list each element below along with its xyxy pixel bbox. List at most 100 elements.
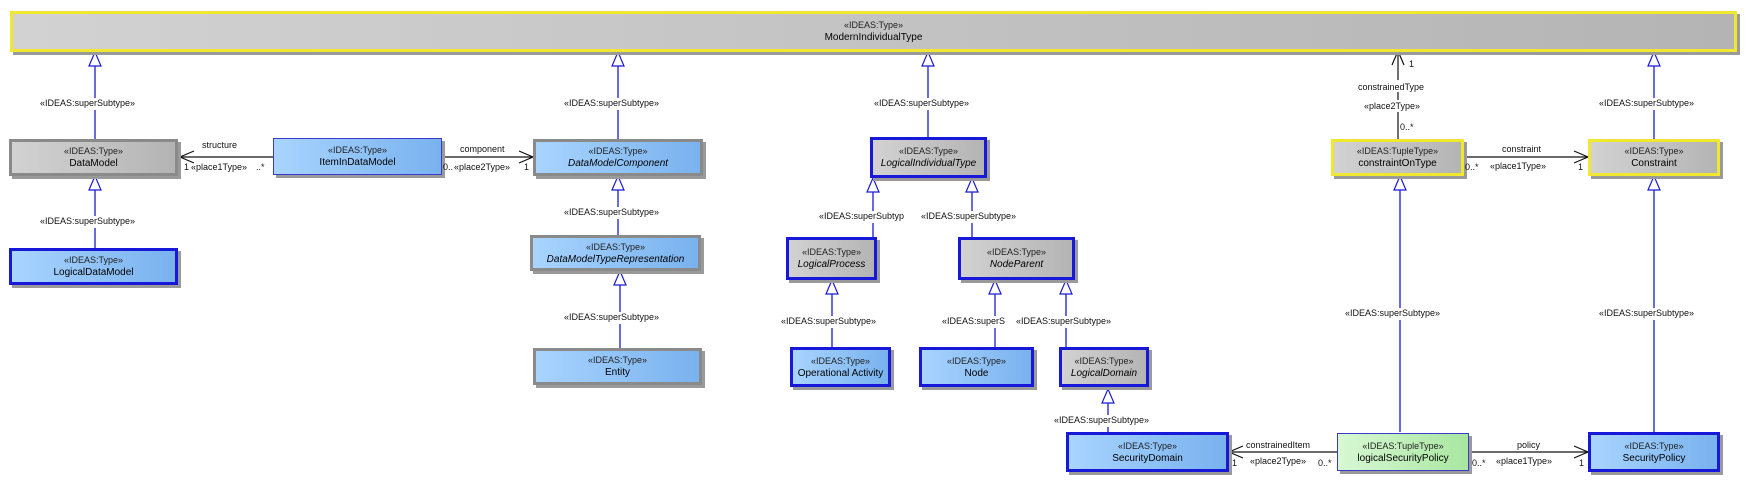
assoc-multiplicity: 0..* [1318, 458, 1332, 468]
class-modern-individual-type[interactable]: «IDEAS:Type» ModernIndividualType [10, 11, 1737, 52]
gen-arrowhead [611, 174, 625, 191]
assoc-multiplicity: 1 [1409, 59, 1415, 69]
class-name: Operational Activity [797, 367, 884, 379]
assoc-role-name: constrainedType [1358, 82, 1425, 92]
assoc-place-label: «place2Type» [1250, 456, 1307, 466]
assoc-place-label: «place2Type» [454, 162, 511, 172]
gen-arrowhead [613, 269, 627, 286]
class-name: ModernIndividualType [824, 32, 923, 43]
assoc-role-name: constraint [1502, 144, 1542, 154]
stereotype-label: «IDEAS:Type» [898, 146, 959, 156]
assoc-place-label: «place1Type» [1496, 456, 1553, 466]
assoc-multiplicity: 1 [1232, 458, 1238, 468]
gen-label: «IDEAS:superSubtype» [564, 312, 660, 322]
class-name: Node [964, 367, 989, 379]
stereotype-label: «IDEAS:Type» [585, 241, 646, 252]
gen-label: «IDEAS:superSubtyp [819, 211, 905, 221]
assoc-role-name: structure [202, 140, 238, 150]
class-name: DataModel [69, 158, 118, 169]
class-logical-security-policy[interactable]: «IDEAS:TupleType» logicalSecurityPolicy [1337, 433, 1469, 471]
stereotype-label: «IDEAS:Type» [801, 247, 862, 257]
stereotype-label: «IDEAS:Type» [1074, 355, 1134, 366]
stereotype-label: «IDEAS:Type» [1624, 146, 1684, 156]
gen-label: «IDEAS:superSubtype» [781, 316, 877, 326]
gen-label: «IDEAS:superSubtype» [1345, 308, 1441, 318]
assoc-multiplicity: 0..* [1400, 122, 1414, 132]
gen-label: «IDEAS:superSubtype» [874, 98, 970, 108]
gen-label: «IDEAS:superSubtype» [40, 98, 136, 108]
class-security-domain[interactable]: «IDEAS:Type» SecurityDomain [1066, 432, 1229, 472]
assoc-multiplicity: 0..* [1472, 458, 1486, 468]
assoc-multiplicity: 0..* [1465, 162, 1479, 172]
assoc-multiplicity: ..* [256, 162, 265, 172]
class-logical-data-model[interactable]: «IDEAS:Type» LogicalDataModel [9, 248, 178, 285]
assoc-role-name: constrainedItem [1246, 440, 1311, 450]
assoc-place-label: «place1Type» [191, 162, 248, 172]
gen-arrowhead [1647, 174, 1661, 191]
gen-arrowhead [1393, 174, 1407, 191]
assoc-multiplicity: 1 [1579, 458, 1585, 468]
gen-label: «IDEAS:superSubtype» [1599, 308, 1695, 318]
stereotype-label: «IDEAS:Type» [986, 247, 1047, 257]
assoc-place-label: «place1Type» [1490, 161, 1547, 171]
gen-arrowhead [825, 278, 839, 295]
class-name: DataModelTypeRepresentation [546, 253, 685, 265]
gen-label: «IDEAS:superSubtype» [1054, 415, 1150, 425]
class-name: SecurityDomain [1112, 452, 1183, 464]
assoc-place-label: «place2Type» [1364, 101, 1421, 111]
class-operational-activity[interactable]: «IDEAS:Type» Operational Activity [790, 347, 891, 387]
class-name: LogicalProcess [797, 259, 866, 270]
class-constraint[interactable]: «IDEAS:Type» Constraint [1588, 139, 1720, 176]
gen-arrowhead [1101, 387, 1115, 404]
class-name: Constraint [1631, 158, 1677, 169]
class-entity[interactable]: «IDEAS:Type» Entity [533, 348, 702, 385]
gen-label: «IDEAS:superSubtype» [1599, 98, 1695, 108]
assoc-multiplicity: 1 [524, 162, 530, 172]
gen-arrowhead [965, 176, 979, 193]
assoc-role-name: component [460, 144, 505, 154]
assoc-constraineditem-arrow [1227, 445, 1244, 459]
class-security-policy[interactable]: «IDEAS:Type» SecurityPolicy [1588, 432, 1720, 472]
stereotype-label: «IDEAS:Type» [843, 20, 904, 30]
stereotype-label: «IDEAS:TupleType» [1362, 440, 1444, 451]
gen-arrowhead [611, 50, 625, 67]
assoc-structure-arrow [178, 150, 195, 164]
assoc-multiplicity: 0.. [443, 162, 454, 172]
gen-label: «IDEAS:superSubtype» [1016, 316, 1112, 326]
gen-arrowhead [1059, 278, 1073, 295]
gen-arrowhead [88, 174, 102, 191]
class-node-parent[interactable]: «IDEAS:Type» NodeParent [958, 237, 1075, 280]
class-item-in-data-model[interactable]: «IDEAS:Type» ItemInDataModel [273, 138, 442, 175]
assoc-role-name: policy [1517, 440, 1541, 450]
stereotype-label: «IDEAS:Type» [587, 355, 648, 365]
class-name: LogicalIndividualType [880, 158, 977, 169]
gen-label: «IDEAS:superSubtype» [564, 207, 660, 217]
class-name: LogicalDataModel [53, 267, 134, 278]
class-name: DataModelComponent [567, 158, 669, 169]
stereotype-label: «IDEAS:Type» [588, 146, 648, 156]
assoc-multiplicity: 1 [1578, 162, 1584, 172]
class-data-model-component[interactable]: «IDEAS:Type» DataModelComponent [533, 139, 703, 176]
gen-label: «IDEAS:superSubtype» [564, 98, 660, 108]
gen-arrowhead [88, 50, 102, 67]
stereotype-label: «IDEAS:Type» [1624, 440, 1684, 451]
gen-arrowhead [988, 278, 1002, 295]
class-name: Entity [604, 367, 630, 378]
assoc-multiplicity: 1 [184, 162, 190, 172]
stereotype-label: «IDEAS:TupleType» [1356, 146, 1439, 156]
class-logical-individual-type[interactable]: «IDEAS:Type» LogicalIndividualType [870, 137, 987, 178]
class-node[interactable]: «IDEAS:Type» Node [919, 347, 1034, 387]
class-logical-process[interactable]: «IDEAS:Type» LogicalProcess [786, 237, 877, 280]
class-constraint-on-type[interactable]: «IDEAS:TupleType» constraintOnType [1331, 139, 1464, 176]
stereotype-label: «IDEAS:Type» [810, 355, 871, 366]
class-data-model[interactable]: «IDEAS:Type» DataModel [9, 139, 178, 176]
class-name: ItemInDataModel [319, 157, 396, 168]
stereotype-label: «IDEAS:Type» [1117, 440, 1178, 451]
class-name: LogicalDomain [1070, 367, 1138, 379]
class-logical-domain[interactable]: «IDEAS:Type» LogicalDomain [1059, 347, 1149, 387]
gen-arrowhead [1647, 50, 1661, 67]
class-name: NodeParent [989, 259, 1044, 270]
class-data-model-type-representation[interactable]: «IDEAS:Type» DataModelTypeRepresentation [530, 235, 701, 271]
gen-label: «IDEAS:superS [942, 316, 1006, 326]
gen-label: «IDEAS:superSubtype» [921, 211, 1017, 221]
